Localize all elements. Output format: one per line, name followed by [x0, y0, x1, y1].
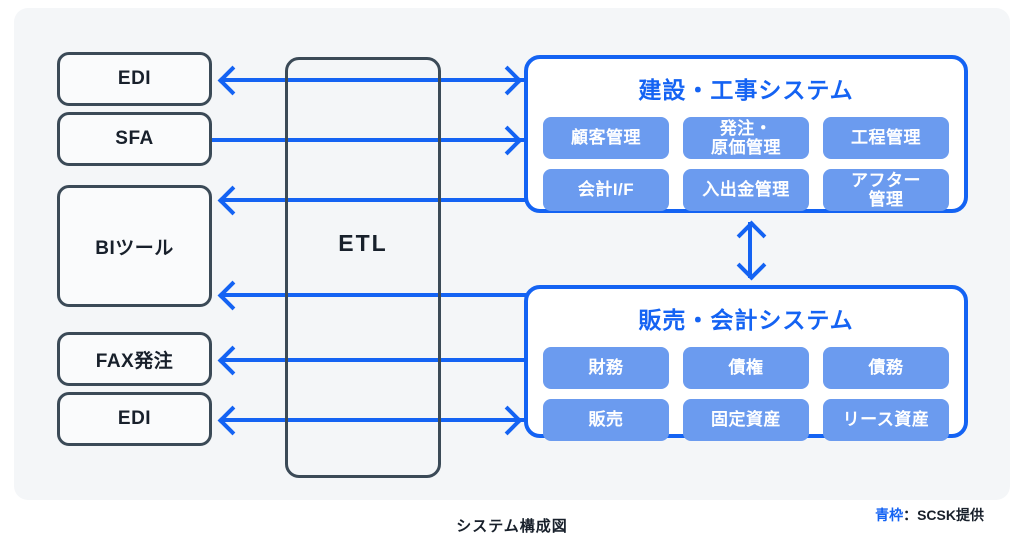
module-pill[interactable]: アフター 管理: [823, 169, 949, 211]
external-box-edi-bottom[interactable]: EDI: [57, 392, 212, 446]
external-box-bi-tool[interactable]: BIツール: [57, 185, 212, 307]
system-module-grid: 顧客管理 発注・ 原価管理 工程管理 会計I/F 入出金管理 アフター 管理: [528, 117, 964, 211]
module-pill-label: 発注・ 原価管理: [711, 118, 781, 157]
connector-line-systems-vertical: [748, 222, 752, 278]
module-pill[interactable]: 発注・ 原価管理: [683, 117, 809, 159]
system-box-sales-accounting[interactable]: 販売・会計システム 財務 債権 債務 販売 固定資産 リース資産: [524, 285, 968, 441]
module-pill[interactable]: 債権: [683, 347, 809, 389]
module-pill[interactable]: 債務: [823, 347, 949, 389]
etl-label: ETL: [338, 230, 388, 256]
legend-rest-text: ：SCSK提供: [903, 507, 984, 523]
connector-line-sfa: [212, 138, 534, 142]
etl-box[interactable]: [285, 57, 441, 478]
system-module-grid: 財務 債権 債務 販売 固定資産 リース資産: [528, 347, 964, 441]
module-pill[interactable]: 販売: [543, 399, 669, 441]
external-box-fax[interactable]: FAX発注: [57, 332, 212, 386]
figure-caption: システム構成図: [456, 518, 568, 535]
system-title: 建設・工事システム: [638, 77, 854, 103]
connector-line-bi-upper: [222, 198, 534, 202]
module-pill[interactable]: 財務: [543, 347, 669, 389]
legend-blue-text: 青枠: [875, 507, 904, 523]
module-pill[interactable]: リース資産: [823, 399, 949, 441]
connector-line-fax: [222, 358, 534, 362]
module-pill[interactable]: 会計I/F: [543, 169, 669, 211]
module-pill[interactable]: 顧客管理: [543, 117, 669, 159]
module-pill[interactable]: 工程管理: [823, 117, 949, 159]
legend-note: 青枠：SCSK提供: [875, 505, 984, 525]
system-title: 販売・会計システム: [638, 307, 854, 333]
module-pill[interactable]: 入出金管理: [683, 169, 809, 211]
connector-line-edi-top: [222, 78, 534, 82]
external-box-label: BIツール: [95, 237, 174, 259]
external-box-label: SFA: [115, 128, 154, 149]
external-box-label: EDI: [117, 408, 152, 429]
external-box-label: EDI: [117, 68, 152, 89]
external-box-sfa[interactable]: SFA: [57, 112, 212, 166]
external-box-edi-top[interactable]: EDI: [57, 52, 212, 106]
module-pill[interactable]: 固定資産: [683, 399, 809, 441]
connector-line-bi-lower: [222, 293, 534, 297]
system-box-construction[interactable]: 建設・工事システム 顧客管理 発注・ 原価管理 工程管理 会計I/F 入出金管理…: [524, 55, 968, 213]
external-box-label: FAX発注: [95, 350, 174, 372]
module-pill-label: アフター 管理: [851, 170, 921, 209]
connector-line-edi-bottom: [222, 418, 534, 422]
